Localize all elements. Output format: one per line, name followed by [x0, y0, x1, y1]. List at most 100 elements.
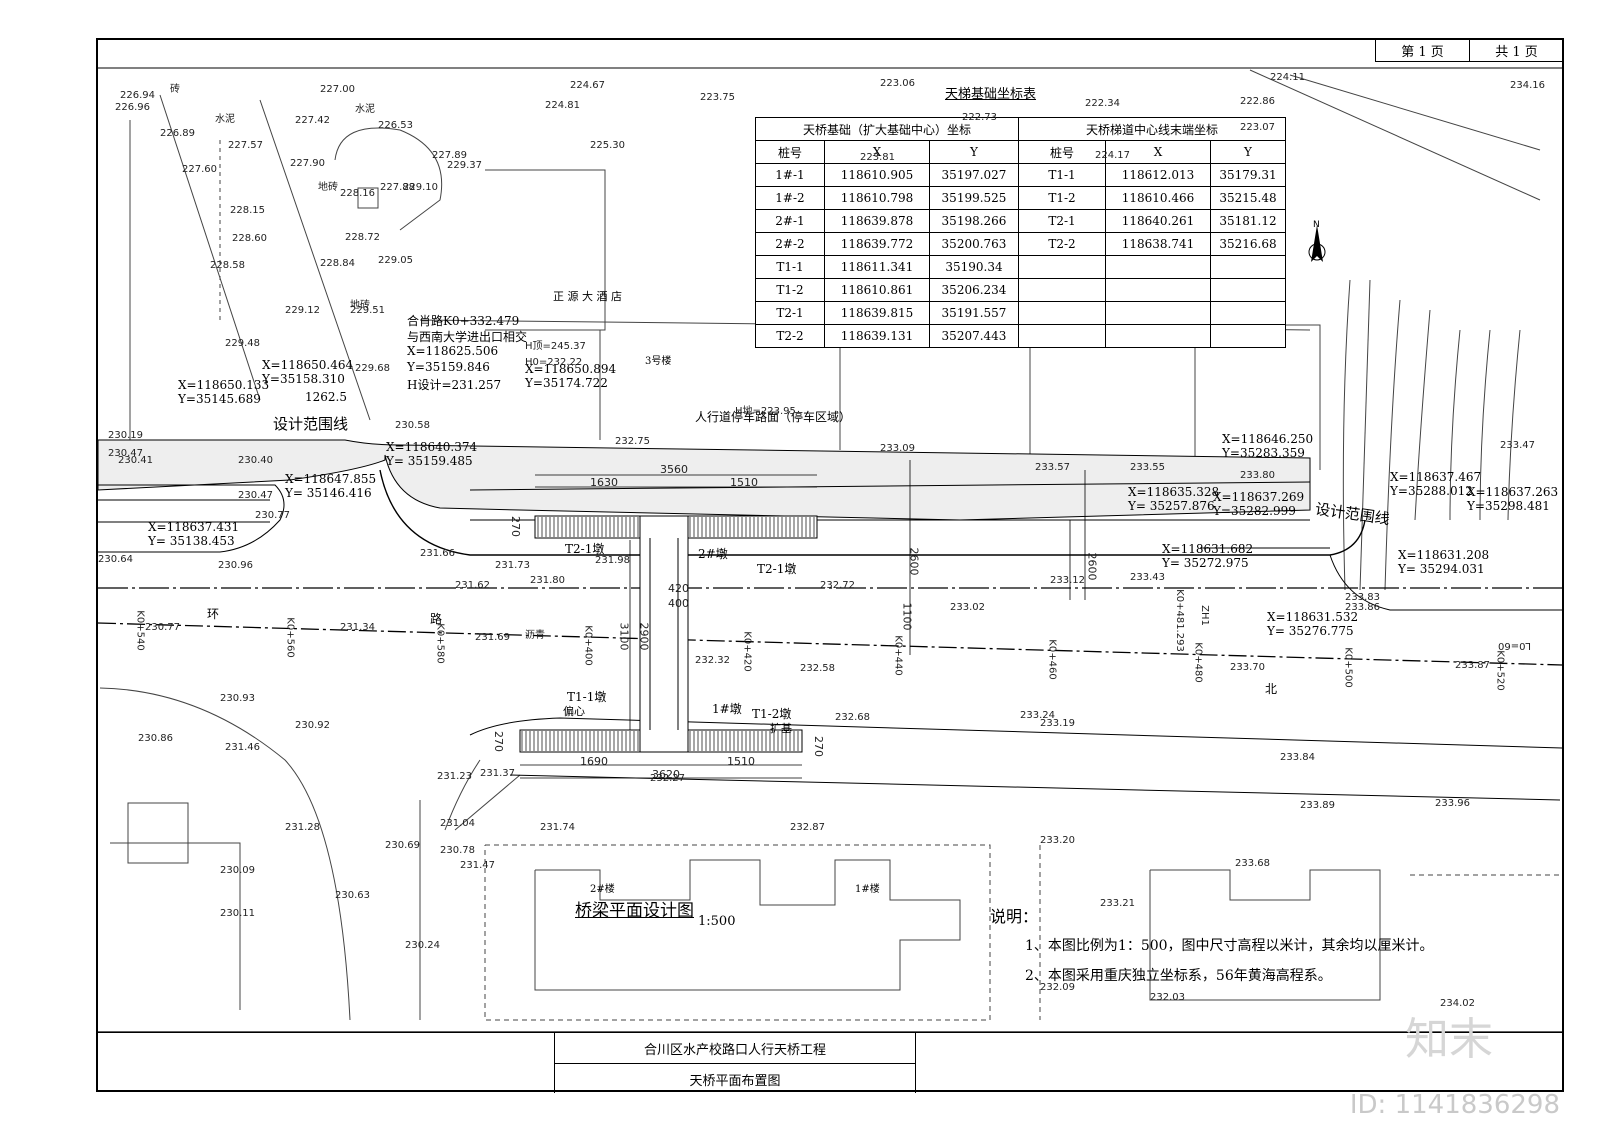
elevation-label: 229.68 [355, 363, 390, 374]
chainage-k0460: K0+460 [1046, 639, 1058, 680]
chainage-k0420: K0+420 [741, 631, 753, 672]
material-tile-2: 地砖 [350, 300, 370, 311]
dim-2600-right: 2600 [1085, 552, 1099, 581]
coord-3-y: Y=35174.722 [525, 376, 608, 390]
elevation-label: 232.09 [1040, 982, 1075, 993]
chainage-k0480: K0+480 [1192, 642, 1204, 683]
dim-2900: 2900 [637, 622, 651, 651]
watermark-id: ID: 1141836298 [1349, 1090, 1560, 1120]
coord-cell: 118612.013 [1105, 163, 1211, 187]
elevation-label: 230.96 [218, 560, 253, 571]
elevation-label: 231.47 [460, 860, 495, 871]
dim-2600-left: 2600 [907, 547, 921, 576]
elevation-label: 229.10 [403, 182, 438, 193]
elevation-label: 226.89 [160, 128, 195, 139]
coord-cell: 118639.772 [824, 232, 930, 256]
drawing-name: 天桥平面布置图 [555, 1063, 915, 1094]
hotel-height-top: H顶=245.37 [525, 341, 586, 352]
dim-1510-top: 1510 [730, 476, 758, 489]
chainage-k0560: K0+560 [284, 617, 296, 658]
elevation-label: 227.60 [182, 164, 217, 175]
elevation-label: 233.02 [950, 602, 985, 613]
coord-cell: 35197.027 [929, 163, 1019, 187]
chainage-k0500: K0+500 [1342, 647, 1354, 688]
elevation-label: 224.67 [570, 80, 605, 91]
col-pile-right: 桩号 [1018, 140, 1106, 164]
elevation-label: 227.42 [295, 115, 330, 126]
dim-1690: 1690 [580, 755, 608, 768]
elevation-label: 233.12 [1050, 575, 1085, 586]
coord-cell: T1-2 [1018, 186, 1106, 210]
elevation-label: 230.77 [145, 622, 180, 633]
stair-treads [521, 517, 815, 751]
road-name-lu: 路 [430, 612, 443, 626]
coord-cell: 118611.341 [824, 255, 930, 279]
coord-cell: 118639.131 [824, 324, 930, 348]
page-total: 共 1 页 [1469, 39, 1563, 61]
coord-10-x: X=118631.682 [1162, 542, 1254, 556]
elevation-label: 228.60 [232, 233, 267, 244]
elevation-label: 231.62 [455, 580, 490, 591]
elevation-label: 227.00 [320, 84, 355, 95]
elevation-label: 230.40 [238, 455, 273, 466]
coord-cell: 118610.905 [824, 163, 930, 187]
dim-420: 420 [668, 582, 689, 595]
elevation-label: 230.86 [138, 733, 173, 744]
coord-cell: 35191.557 [929, 301, 1019, 325]
elevation-label: 230.24 [405, 940, 440, 951]
zh-point-chainage: K0+481.293 [1173, 589, 1185, 652]
coord-cell [1018, 255, 1106, 279]
intersection-label-2: 与西南大学进出口相交 [407, 330, 528, 344]
coord-cell [1105, 255, 1211, 279]
pier-1-label: 1#墩 [712, 702, 742, 716]
col-pile-left: 桩号 [755, 140, 825, 164]
coord-cell [1105, 324, 1211, 348]
coord-cell: T1-1 [1018, 163, 1106, 187]
chainage-k0440: K0+440 [892, 635, 904, 676]
elevation-label: 233.96 [1435, 798, 1470, 809]
dim-270-c: 270 [812, 736, 825, 757]
coord-4-x: X=118640.374 [386, 440, 478, 454]
elevation-label: 231.28 [285, 822, 320, 833]
elevation-label: 231.34 [340, 622, 375, 633]
elevation-label: 230.58 [395, 420, 430, 431]
coord-cell: T2-1 [1018, 209, 1106, 233]
coord-cell: 35179.31 [1210, 163, 1286, 187]
coord-10-y: Y= 35272.975 [1162, 556, 1249, 570]
drawing-frame [96, 38, 1564, 1092]
chainage-k0400: K0+400 [582, 625, 594, 666]
elevation-label: 223.06 [880, 78, 915, 89]
site-linework [98, 67, 1562, 1021]
building-3-label: 3号楼 [645, 356, 672, 367]
elevation-label: 231.37 [480, 768, 515, 779]
elevation-label: 230.47 [238, 490, 273, 501]
title-block-cell: 合川区水产校路口人行天桥工程 天桥平面布置图 [554, 1033, 916, 1093]
coord-cell [1105, 301, 1211, 325]
elevation-label: 232.27 [650, 773, 685, 784]
elevation-label: 231.46 [225, 742, 260, 753]
elevation-label: 229.05 [378, 255, 413, 266]
elevation-label: 233.84 [1280, 752, 1315, 763]
coord-2-y: Y=35145.689 [178, 392, 261, 406]
coord-cell: 35190.34 [929, 255, 1019, 279]
elevation-label: 229.12 [285, 305, 320, 316]
stair-t21-label: T2-1墩 [565, 542, 605, 556]
road-lines [97, 547, 1563, 801]
watermark-logo: 知末 [1405, 1014, 1493, 1065]
coord-cell: T2-1 [755, 301, 825, 325]
plan-title: 桥梁平面设计图 [575, 901, 694, 921]
coord-6-x: X=118637.431 [148, 520, 240, 534]
project-name: 合川区水产校路口人行天桥工程 [643, 1042, 826, 1058]
coord-12-x: X=118637.467 [1390, 470, 1482, 484]
elevation-label: 234.16 [1510, 80, 1545, 91]
intersection-h: H设计=231.257 [407, 378, 502, 392]
col-x-right: X [1105, 140, 1211, 164]
elevation-label: 233.21 [1100, 898, 1135, 909]
elevation-label: 232.03 [1150, 992, 1185, 1003]
col-y-left: Y [929, 140, 1019, 164]
dim-270-b: 270 [492, 731, 505, 752]
